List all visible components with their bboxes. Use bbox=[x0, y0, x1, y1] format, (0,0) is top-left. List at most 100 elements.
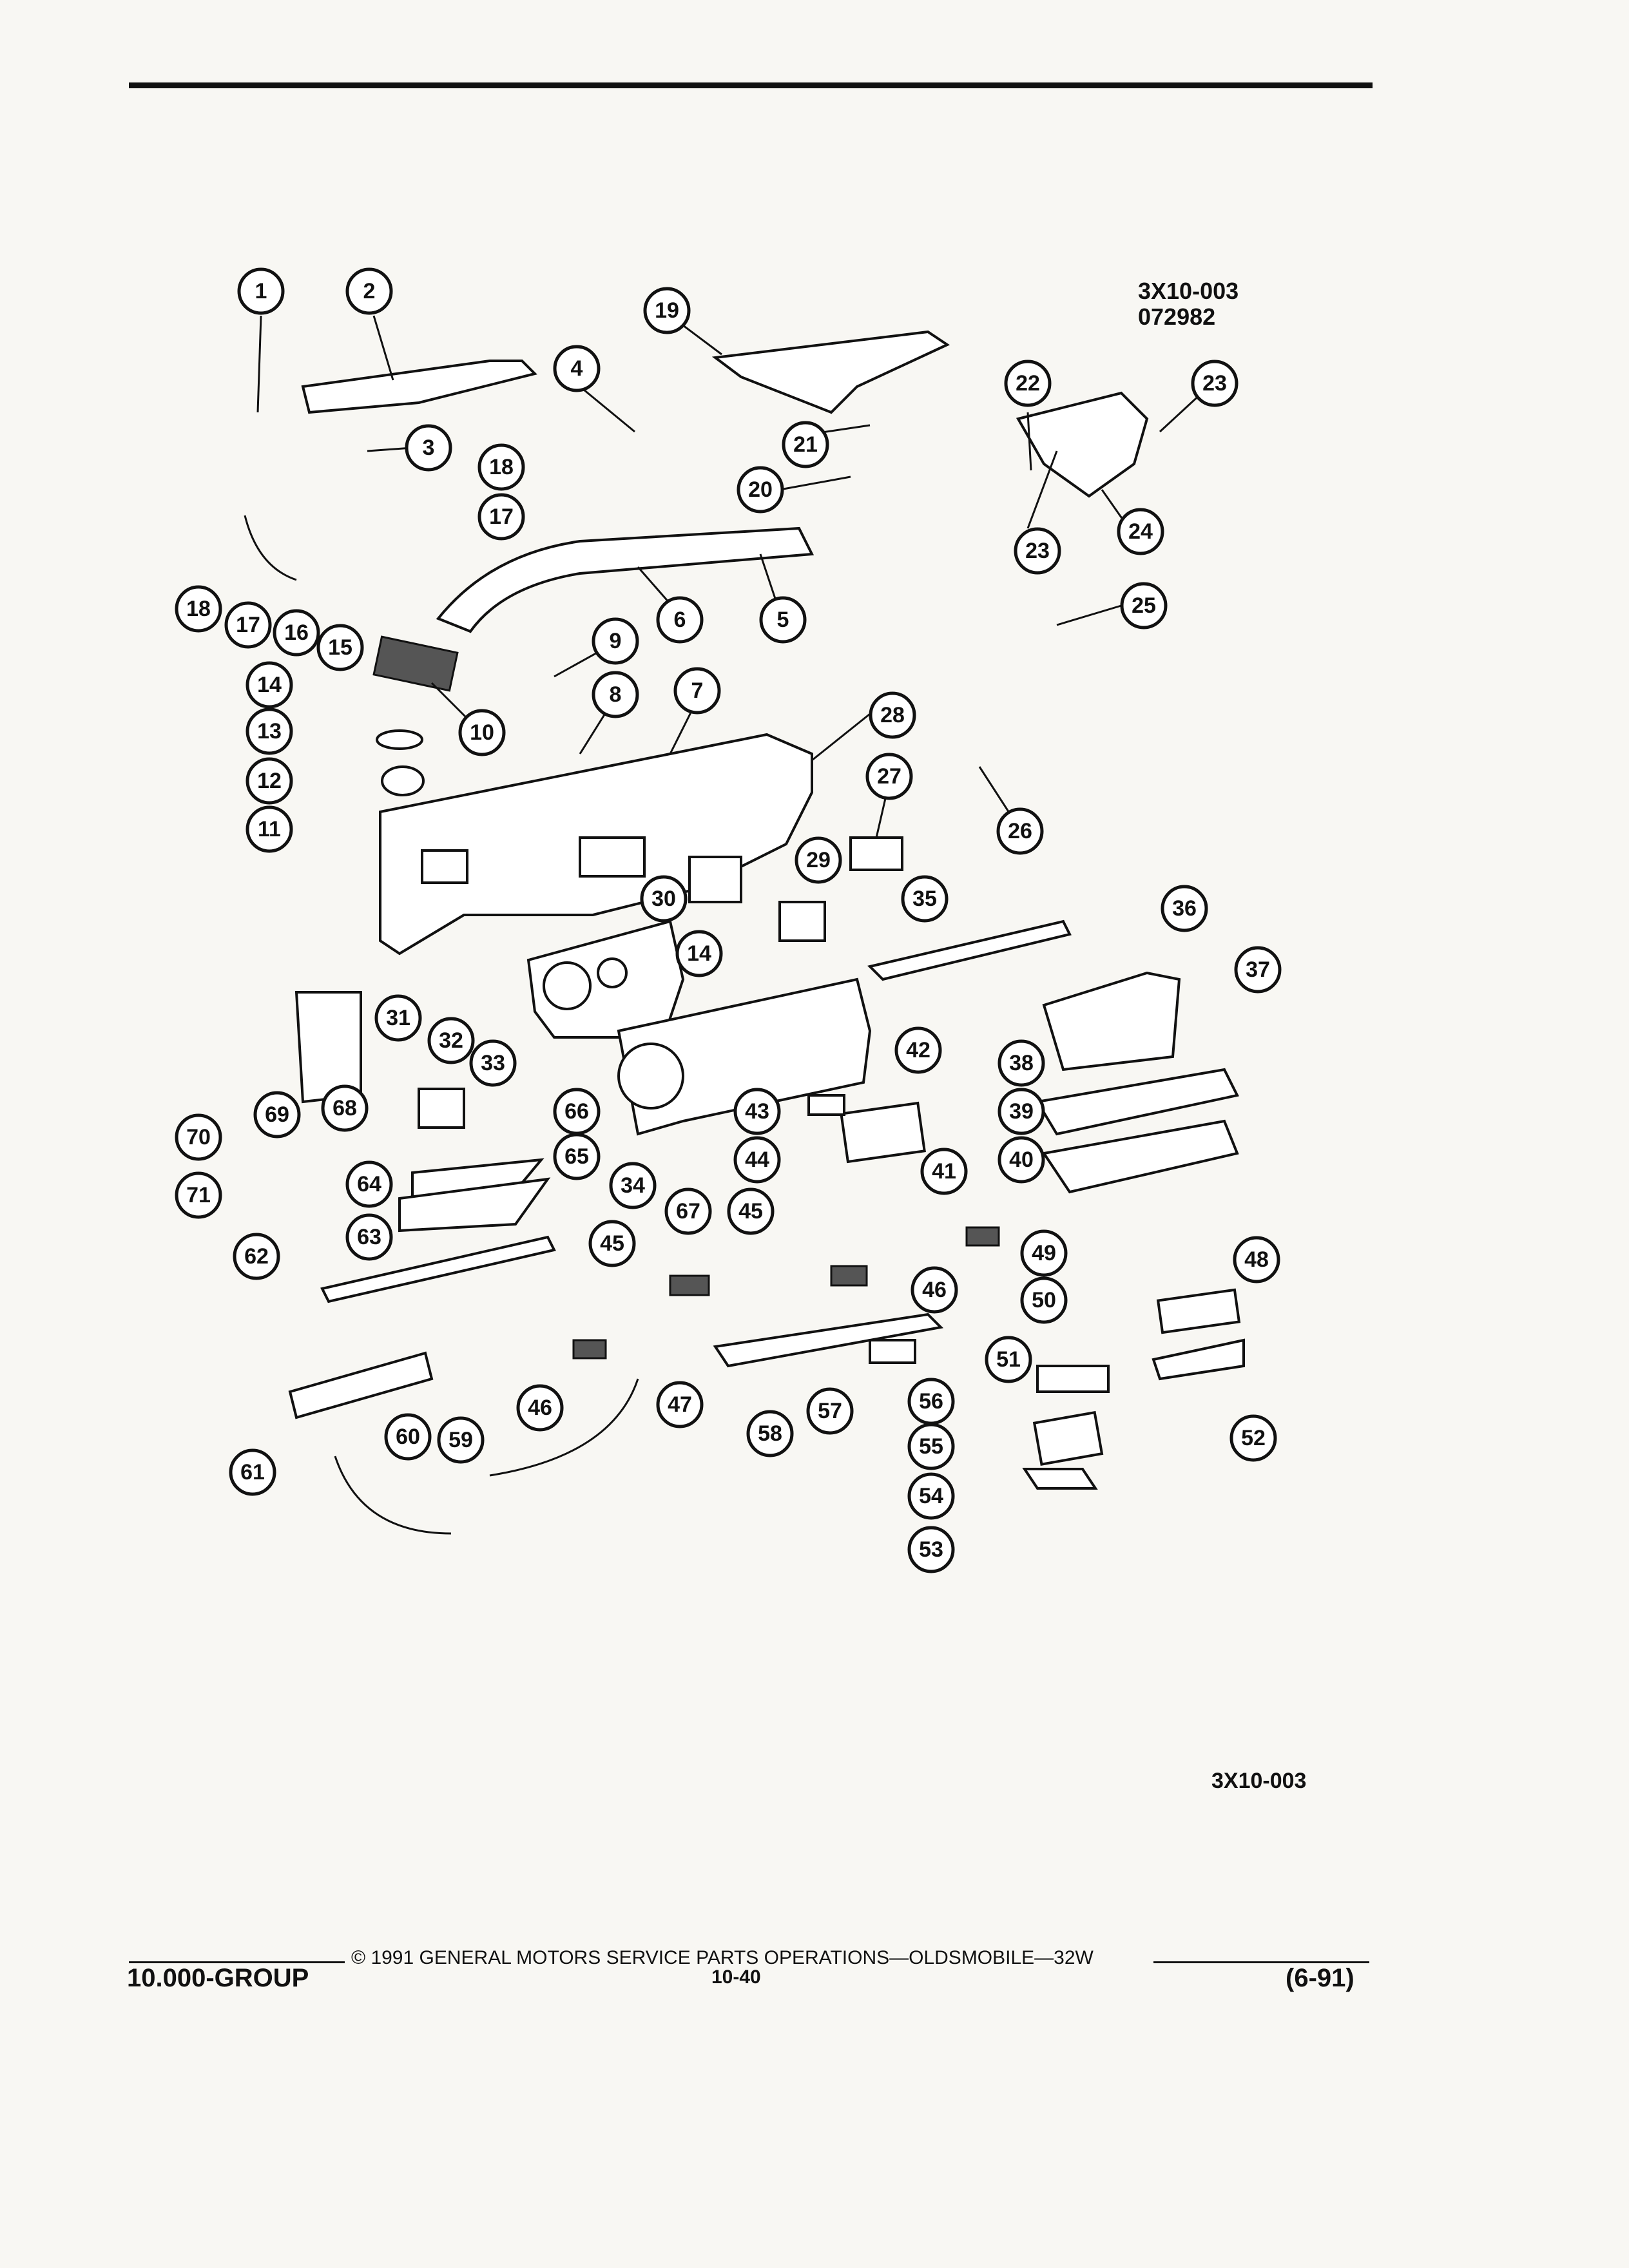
svg-text:17: 17 bbox=[489, 505, 514, 529]
callout-70: 70 bbox=[175, 1113, 222, 1161]
svg-text:14: 14 bbox=[687, 941, 711, 966]
callout-48: 48 bbox=[1233, 1236, 1280, 1283]
part-39-shape bbox=[1035, 1068, 1239, 1136]
part-46b-shape bbox=[830, 1265, 868, 1287]
copyright-notice: © 1991 GENERAL MOTORS SERVICE PARTS OPER… bbox=[351, 1947, 1094, 1968]
svg-text:66: 66 bbox=[564, 1099, 589, 1124]
svg-text:7: 7 bbox=[691, 678, 704, 703]
svg-text:20: 20 bbox=[748, 477, 773, 502]
svg-text:30: 30 bbox=[651, 887, 676, 911]
revision-date: (6-91) bbox=[1286, 1964, 1354, 1992]
callout-59: 59 bbox=[437, 1416, 485, 1464]
part-53-shape bbox=[1022, 1468, 1098, 1490]
callout-44: 44 bbox=[733, 1136, 781, 1184]
svg-text:10: 10 bbox=[470, 720, 494, 745]
svg-text:57: 57 bbox=[818, 1399, 842, 1423]
diagram-id: 3X10-003 072982 bbox=[1138, 278, 1239, 330]
callout-64: 64 bbox=[345, 1160, 393, 1208]
callout-26: 26 bbox=[996, 807, 1044, 855]
svg-text:43: 43 bbox=[745, 1099, 769, 1124]
part-34-shape bbox=[617, 977, 872, 1136]
callout-28: 28 bbox=[869, 691, 916, 739]
svg-text:18: 18 bbox=[186, 597, 211, 621]
diagram-id-bottom: 3X10-003 bbox=[1211, 1769, 1307, 1793]
svg-text:5: 5 bbox=[777, 608, 789, 632]
svg-text:44: 44 bbox=[745, 1148, 769, 1172]
part-61-shape bbox=[288, 1351, 434, 1419]
callout-4: 4 bbox=[553, 345, 601, 392]
part-46-shape bbox=[572, 1339, 607, 1360]
group-label: 10.000-GROUP bbox=[127, 1964, 309, 1992]
part-52-shape bbox=[1152, 1338, 1245, 1381]
callout-15: 15 bbox=[316, 624, 364, 671]
svg-text:52: 52 bbox=[1241, 1426, 1266, 1450]
diagram-id-line-1: 3X10-003 bbox=[1138, 278, 1239, 304]
callout-50: 50 bbox=[1020, 1276, 1068, 1324]
svg-text:42: 42 bbox=[906, 1038, 930, 1062]
callout-30: 30 bbox=[640, 875, 688, 923]
callout-2: 2 bbox=[345, 267, 393, 315]
callout-13: 13 bbox=[246, 707, 293, 755]
svg-text:49: 49 bbox=[1032, 1241, 1056, 1265]
svg-text:55: 55 bbox=[919, 1434, 943, 1459]
svg-text:37: 37 bbox=[1246, 957, 1270, 982]
callout-62: 62 bbox=[233, 1233, 280, 1280]
callout-22: 22 bbox=[1004, 360, 1052, 407]
svg-text:9: 9 bbox=[610, 629, 622, 653]
part-63-shape bbox=[398, 1177, 551, 1233]
callout-37: 37 bbox=[1234, 946, 1282, 994]
callout-32: 32 bbox=[427, 1017, 475, 1064]
callout-47: 47 bbox=[656, 1381, 704, 1428]
callout-21: 21 bbox=[782, 421, 829, 468]
svg-text:12: 12 bbox=[257, 769, 282, 793]
callout-69: 69 bbox=[253, 1091, 301, 1139]
callout-45c: 45 bbox=[600, 1231, 624, 1256]
svg-text:64: 64 bbox=[357, 1172, 381, 1196]
svg-text:19: 19 bbox=[655, 298, 679, 323]
callout-11: 11 bbox=[246, 805, 293, 853]
callout-34: 34 bbox=[609, 1162, 657, 1209]
svg-text:63: 63 bbox=[357, 1225, 381, 1249]
svg-text:35: 35 bbox=[912, 887, 937, 911]
svg-text:70: 70 bbox=[186, 1125, 211, 1149]
part-10-shape bbox=[372, 635, 459, 692]
svg-text:46: 46 bbox=[528, 1396, 552, 1420]
svg-text:16: 16 bbox=[284, 620, 309, 645]
callout-33: 33 bbox=[469, 1039, 517, 1087]
svg-text:21: 21 bbox=[793, 432, 818, 457]
callout-42: 42 bbox=[894, 1026, 942, 1074]
callout-29: 29 bbox=[795, 836, 842, 884]
callout-45b: 45 bbox=[588, 1220, 636, 1267]
svg-text:69: 69 bbox=[265, 1102, 289, 1127]
callout-39: 39 bbox=[998, 1088, 1045, 1135]
callout-40: 40 bbox=[998, 1136, 1045, 1184]
part-18-wire bbox=[244, 515, 297, 581]
svg-text:53: 53 bbox=[919, 1537, 943, 1562]
callout-23: 23 bbox=[1191, 360, 1239, 407]
part-19-shape bbox=[711, 330, 950, 414]
callout-27: 27 bbox=[865, 753, 913, 800]
callout-43: 43 bbox=[733, 1088, 781, 1135]
svg-text:36: 36 bbox=[1172, 896, 1197, 921]
callout-1: 1 bbox=[237, 267, 285, 315]
svg-text:68: 68 bbox=[333, 1096, 357, 1120]
svg-text:1: 1 bbox=[255, 279, 267, 303]
part-12-shape bbox=[376, 729, 423, 750]
callout-6: 6 bbox=[656, 596, 704, 644]
svg-text:11: 11 bbox=[258, 817, 281, 841]
svg-text:39: 39 bbox=[1009, 1099, 1034, 1124]
part-24-shape bbox=[1016, 391, 1149, 498]
callout-38: 38 bbox=[998, 1039, 1045, 1087]
header-rule bbox=[129, 82, 1373, 88]
part-60-cable bbox=[334, 1456, 452, 1535]
svg-text:4: 4 bbox=[571, 356, 583, 381]
svg-text:65: 65 bbox=[564, 1144, 589, 1169]
svg-text:27: 27 bbox=[877, 764, 901, 789]
part-43-shape bbox=[807, 1094, 845, 1116]
part-50-shape bbox=[1156, 1288, 1241, 1334]
svg-text:31: 31 bbox=[386, 1006, 410, 1030]
callout-14: 14 bbox=[246, 661, 293, 709]
callout-60: 60 bbox=[384, 1413, 432, 1461]
callout-71: 71 bbox=[175, 1171, 222, 1219]
